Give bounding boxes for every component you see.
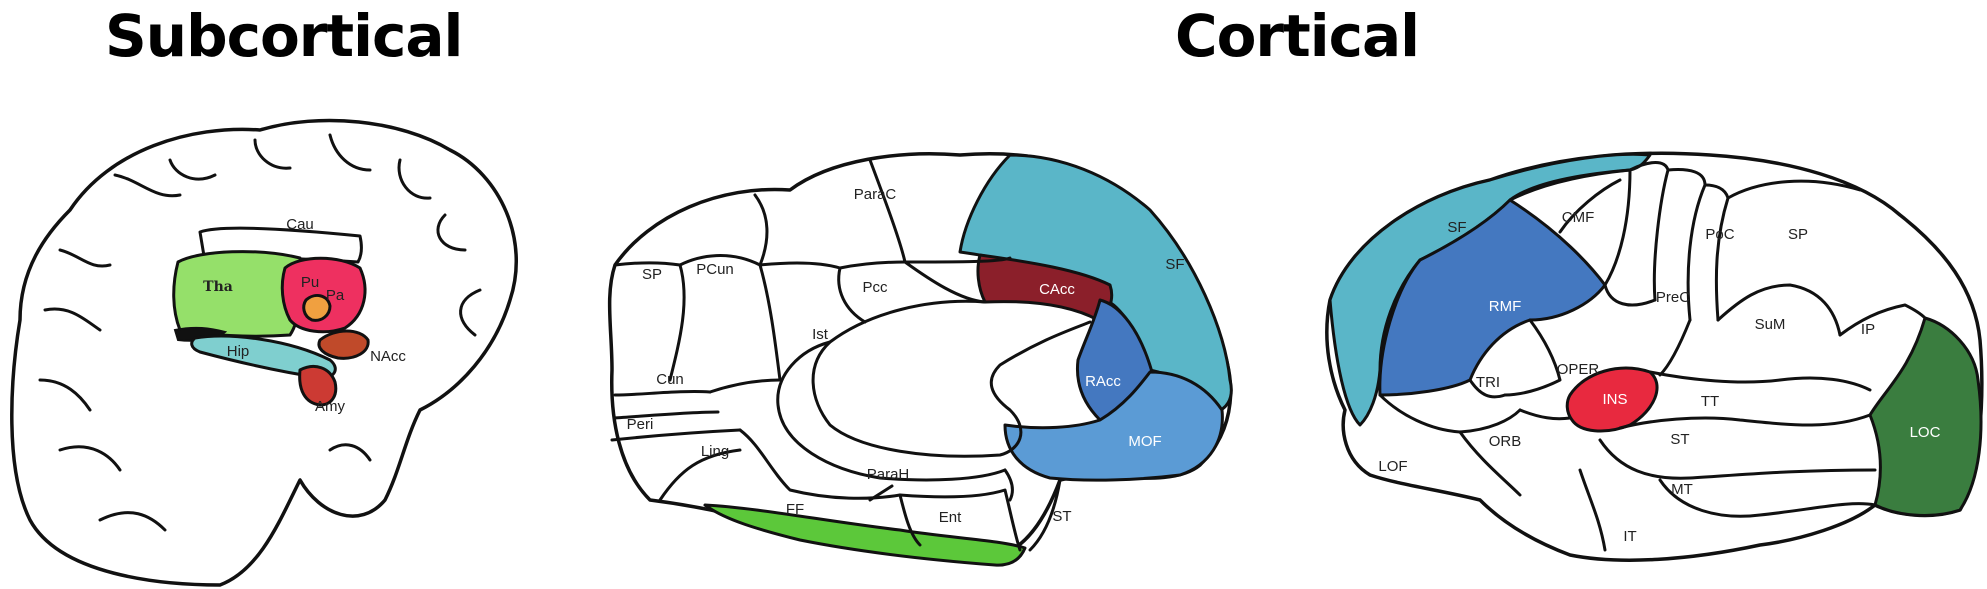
poc-label: PoC: [1705, 226, 1734, 243]
medial-borders: [610, 158, 1062, 552]
subcortical-title: Subcortical: [105, 2, 463, 70]
lateral-cortex-diagram: SF RMF INS LOC: [1325, 151, 1984, 562]
it-label: IT: [1623, 528, 1636, 545]
ip-label: IP: [1861, 321, 1875, 338]
lateral-sf-label: SF: [1447, 219, 1466, 236]
lateral-borders: [1378, 161, 1927, 552]
mt-label: MT: [1671, 481, 1693, 498]
ff-region: [703, 503, 1027, 567]
parac-label: ParaC: [854, 186, 897, 203]
cmf-label: CMF: [1562, 209, 1595, 226]
lateral-sp-label: SP: [1788, 226, 1808, 243]
subcortical-diagram: Cau Tha Pu Pa Hip NAcc Amy: [10, 118, 519, 587]
tri-label: TRI: [1476, 374, 1500, 391]
medial-callosum-outline: [811, 299, 1092, 458]
nacc-label: NAcc: [370, 348, 406, 365]
medial-st-label: ST: [1052, 508, 1071, 525]
oper-label: OPER: [1557, 361, 1600, 378]
nacc-region: [317, 329, 370, 360]
cun-label: Cun: [656, 371, 684, 388]
ist-label: Ist: [812, 326, 829, 343]
ent-label: Ent: [939, 509, 962, 526]
cau-label: Cau: [286, 216, 314, 233]
mof-region: [1003, 370, 1224, 482]
pallidum-region: [302, 293, 332, 322]
hip-label: Hip: [227, 343, 250, 360]
lateral-st-label: ST: [1670, 431, 1689, 448]
pcc-label: Pcc: [862, 279, 888, 296]
pu-label: Pu: [301, 274, 319, 291]
lof-label: LOF: [1378, 458, 1407, 475]
cacc-label: CAcc: [1039, 281, 1075, 298]
parah-label: ParaH: [867, 466, 910, 483]
amygdala-region: [298, 365, 338, 407]
lateral-sf-region: [1328, 152, 1652, 427]
pcun-label: PCun: [696, 261, 734, 278]
tt-label: TT: [1701, 393, 1719, 410]
thalamus-region: [172, 250, 304, 338]
putamen-region: [280, 256, 367, 334]
subcortical-gyri: [38, 133, 482, 532]
peri-label: Peri: [627, 416, 654, 433]
racc-label: RAcc: [1085, 373, 1121, 390]
sum-label: SuM: [1755, 316, 1786, 333]
medial-sp-label: SP: [642, 266, 662, 283]
medial-cortex-diagram: SF CAcc RAcc MOF FF: [607, 152, 1233, 567]
ff-label: FF: [786, 501, 804, 518]
medial-sf-label: SF: [1165, 256, 1184, 273]
prec-label: PreC: [1656, 289, 1690, 306]
cortical-title: Cortical: [1175, 2, 1420, 70]
mof-label: MOF: [1128, 433, 1161, 450]
loc-label: LOC: [1910, 424, 1941, 441]
amy-label: Amy: [315, 398, 346, 415]
orb-label: ORB: [1489, 433, 1522, 450]
ins-label: INS: [1602, 391, 1627, 408]
ling-label: Ling: [701, 443, 729, 460]
rmf-label: RMF: [1489, 298, 1522, 315]
loc-region: [1868, 316, 1983, 517]
tha-label: Tha: [203, 279, 233, 295]
parah-pointer: [868, 484, 894, 502]
pa-label: Pa: [326, 287, 345, 304]
